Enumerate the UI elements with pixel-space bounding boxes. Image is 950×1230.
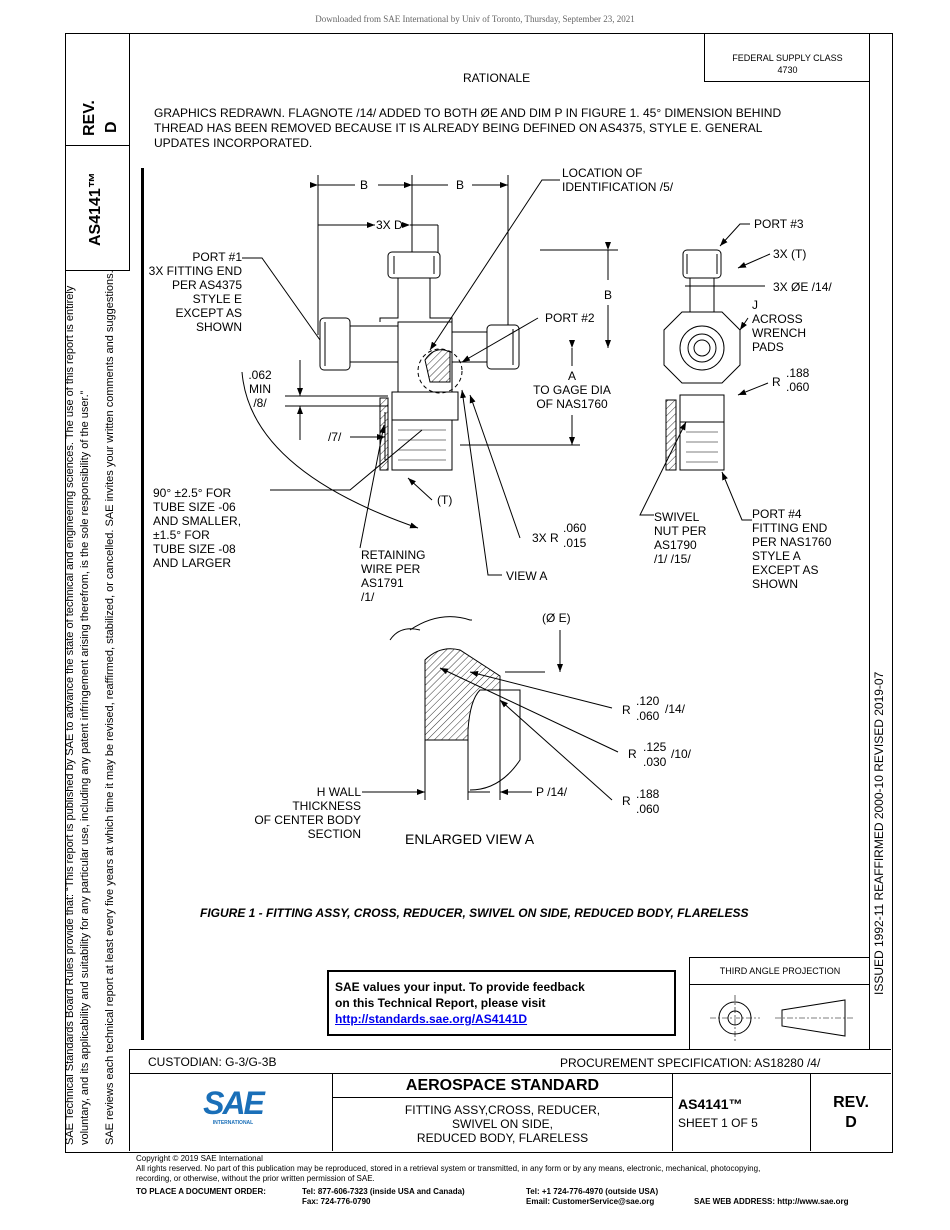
label-view-a: VIEW A [506,569,548,583]
flag-7: /7/ [328,430,342,444]
fax: Fax: 724-776-0790 [302,1197,371,1206]
dim-b-3: B [604,288,613,302]
ev-r1-flag: /14/ [665,702,686,716]
ev-r2-bottom: .030 [643,755,667,769]
rev-bottom-value: D [845,1114,857,1131]
federal-supply-box: FEDERAL SUPPLY CLASS 4730 [704,33,870,82]
title-block-div-3 [810,1073,811,1151]
third-angle-symbol [710,995,855,1041]
label-swivel-nut: SWIVEL NUT PER AS1790 /1/ /15/ [654,510,707,566]
label-3x-t: 3X (T) [773,247,807,261]
doc-number-side-box: AS4141™ [65,146,130,271]
rationale-title: RATIONALE [463,71,531,85]
dim-b-1: B [360,178,369,192]
tel-outside: Tel: +1 724-776-4970 (outside USA) [526,1187,659,1196]
tel-usa: Tel: 877-606-7323 (inside USA and Canada… [302,1187,465,1196]
label-j-wrench-pads: J ACROSS WRENCH PADS [752,298,806,354]
ev-r2-flag: /10/ [671,747,692,761]
ev-r3-r: R [622,794,631,808]
ev-r1-r: R [622,703,631,717]
label-3x-r: 3X R [532,531,559,545]
title-block-left-line [129,1049,130,1151]
web-address[interactable]: SAE WEB ADDRESS: http://www.sae.org [694,1197,849,1206]
label-enlarged-view-a: ENLARGED VIEW A [405,831,535,847]
dim-3x-d: 3X D [376,218,403,232]
figure-caption: FIGURE 1 - FITTING ASSY, CROSS, REDUCER,… [200,906,749,920]
copyright: Copyright © 2019 SAE International [136,1154,263,1163]
label-h-wall: H WALL THICKNESS OF CENTER BODY SECTION [254,785,361,841]
label-a-gage: A TO GAGE DIA OF NAS1760 [533,369,611,411]
title-block-div-2 [672,1073,673,1151]
procurement-spec: PROCUREMENT SPECIFICATION: AS18280 /4/ [560,1056,821,1070]
feedback-link[interactable]: http://standards.sae.org/AS4141D [335,1012,528,1026]
radius-r-label: R [772,375,781,389]
title-block-mid-line [129,1073,891,1074]
rights-notice-2: recording, or otherwise, without the pri… [136,1174,375,1183]
federal-supply-line1: FEDERAL SUPPLY CLASS [732,53,843,63]
label-port-4: PORT #4 FITTING END PER NAS1760 STYLE A … [752,507,832,591]
radius-015-bottom: .015 [563,536,587,550]
label-location-identification: LOCATION OF IDENTIFICATION /5/ [562,166,674,194]
ev-r3-top: .188 [636,787,660,801]
label-062-min: .062 MIN /8/ [248,368,272,410]
ev-r1-bottom: .060 [636,709,660,723]
standard-title: AEROSPACE STANDARD [405,1077,600,1094]
email[interactable]: Email: CustomerService@sae.org [526,1197,655,1206]
rationale-text: GRAPHICS REDRAWN. FLAGNOTE /14/ ADDED TO… [154,106,782,150]
download-notice: Downloaded from SAE International by Uni… [315,14,635,24]
rights-notice: All rights reserved. No part of this pub… [136,1164,761,1173]
label-t: (T) [437,493,453,507]
standard-title-underline [333,1097,672,1098]
description-line-1: FITTING ASSY,CROSS, REDUCER, [404,1103,601,1117]
third-angle-label: THIRD ANGLE PROJECTION [719,966,841,976]
label-port-1: PORT #1 3X FITTING END PER AS4375 STYLE … [148,250,242,334]
ev-r1-top: .120 [636,694,660,708]
label-port-2: PORT #2 [545,311,595,325]
feedback-line-1: SAE values your input. To provide feedba… [335,980,585,994]
radius-060-bottom: .060 [786,380,810,394]
dim-b-2: B [456,178,465,192]
description-line-2: SWIVEL ON SIDE, [452,1117,553,1131]
radius-188-top: .188 [786,366,810,380]
revision-bar [141,168,144,1040]
sae-logo-letters: SAE [203,1085,265,1121]
feedback-box: SAE values your input. To provide feedba… [327,970,676,1036]
ev-r2-top: .125 [643,740,667,754]
radius-060-top: .060 [563,521,587,535]
rev-box: REV. D [65,33,130,146]
third-angle-box: THIRD ANGLE PROJECTION [689,957,870,1050]
sheet-number: SHEET 1 OF 5 [678,1116,758,1130]
rev-bottom-label: REV. [833,1094,869,1111]
ev-r3-bottom: .060 [636,802,660,816]
sae-logo-sub: INTERNATIONAL [212,1120,254,1126]
label-e: (Ø E) [542,611,571,625]
description-line-3: REDUCED BODY, FLARELESS [416,1131,589,1145]
label-retaining-wire: RETAINING WIRE PER AS1791 /1/ [361,548,426,604]
title-block-div-1 [332,1073,333,1151]
custodian: CUSTODIAN: G-3/G-3B [148,1055,277,1069]
third-angle-divider [690,984,870,985]
page-frame [65,33,893,1153]
right-strip-divider [869,33,870,1049]
ev-r2-r: R [628,747,637,761]
order-label: TO PLACE A DOCUMENT ORDER: [136,1187,266,1196]
doc-number: AS4141™ [678,1096,743,1112]
label-3x-e: 3X ØE /14/ [773,280,832,294]
sae-logo: SAE INTERNATIONAL [201,1085,265,1126]
title-block-top-line [129,1049,891,1050]
label-port-3: PORT #3 [754,217,804,231]
label-angle-note: 90° ±2.5° FOR TUBE SIZE -06 AND SMALLER,… [153,486,242,570]
federal-supply-line2: 4730 [777,65,798,75]
label-p: P /14/ [536,785,568,799]
feedback-line-2: on this Technical Report, please visit [335,996,546,1010]
